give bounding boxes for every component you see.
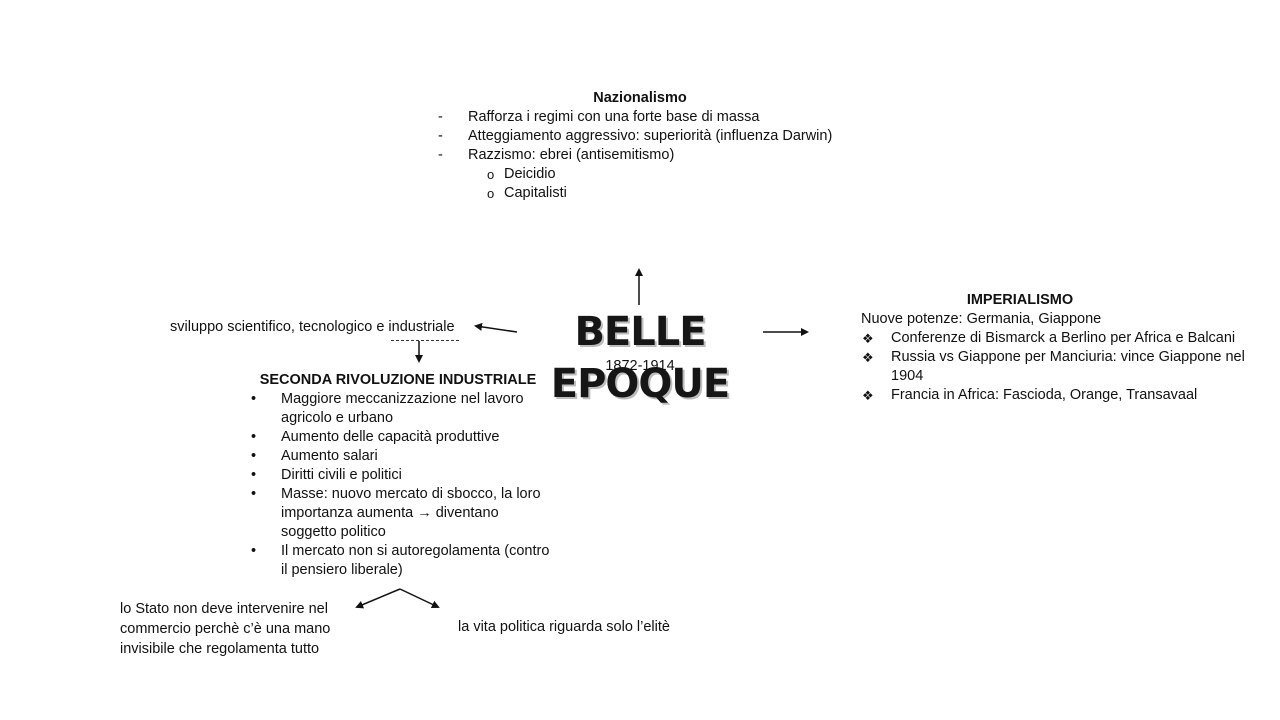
seconda-rivoluzione-item: Maggiore meccanizzazione nel lavoro agri…	[248, 390, 551, 428]
nazionalismo-subitem: Capitalisti	[436, 184, 856, 203]
nazionalismo-title: Nazionalismo	[593, 90, 687, 106]
seconda-rivoluzione-item: Aumento salari	[248, 447, 551, 466]
arrow-left-to-sviluppo	[474, 322, 518, 333]
seconda-rivoluzione-item: Il mercato non si autoregolamenta (contr…	[248, 542, 551, 580]
imperialismo-block: IMPERIALISMO Nuove potenze: Germania, Gi…	[861, 291, 1251, 405]
imperialismo-item: Russia vs Giappone per Manciuria: vince …	[861, 348, 1246, 386]
nazionalismo-item: Atteggiamento aggressivo: superiorità (i…	[436, 127, 856, 146]
seconda-rivoluzione-item: Masse: nuovo mercato di sbocco, la loro …	[248, 485, 551, 542]
nazionalismo-item: Rafforza i regimi con una forte base di …	[436, 108, 856, 127]
nazionalismo-item: Razzismo: ebrei (antisemitismo)	[436, 146, 856, 165]
imperialismo-intro: Nuove potenze: Germania, Giappone	[861, 311, 1102, 327]
stato-note: lo Stato non deve intervenire nel commer…	[120, 601, 331, 657]
central-title: BELLE EPOQUE	[550, 309, 730, 407]
nazionalismo-subitem: Deicidio	[436, 165, 856, 184]
period-dates: 1872-1914	[605, 358, 675, 374]
arrow-to-vita	[399, 588, 440, 609]
seconda-rivoluzione-block: SECONDA RIVOLUZIONE INDUSTRIALE Maggiore…	[248, 371, 558, 580]
nazionalismo-block: Nazionalismo Rafforza i regimi con una f…	[436, 89, 856, 203]
arrow-to-stato	[355, 588, 401, 609]
imperialismo-title: IMPERIALISMO	[966, 292, 1074, 308]
imperialismo-item: Conferenze di Bismarck a Berlino per Afr…	[861, 329, 1246, 348]
seconda-rivoluzione-title: SECONDA RIVOLUZIONE INDUSTRIALE	[259, 372, 537, 388]
dashed-underline	[391, 340, 459, 341]
vita-politica-note: la vita politica riguarda solo l’elitè	[458, 619, 670, 635]
seconda-rivoluzione-item: Aumento delle capacità produttive	[248, 428, 551, 447]
imperialismo-item: Francia in Africa: Fascioda, Orange, Tra…	[861, 386, 1246, 405]
seconda-rivoluzione-item: Diritti civili e politici	[248, 466, 551, 485]
sviluppo-text: sviluppo scientifico, tecnologico e indu…	[170, 319, 455, 335]
